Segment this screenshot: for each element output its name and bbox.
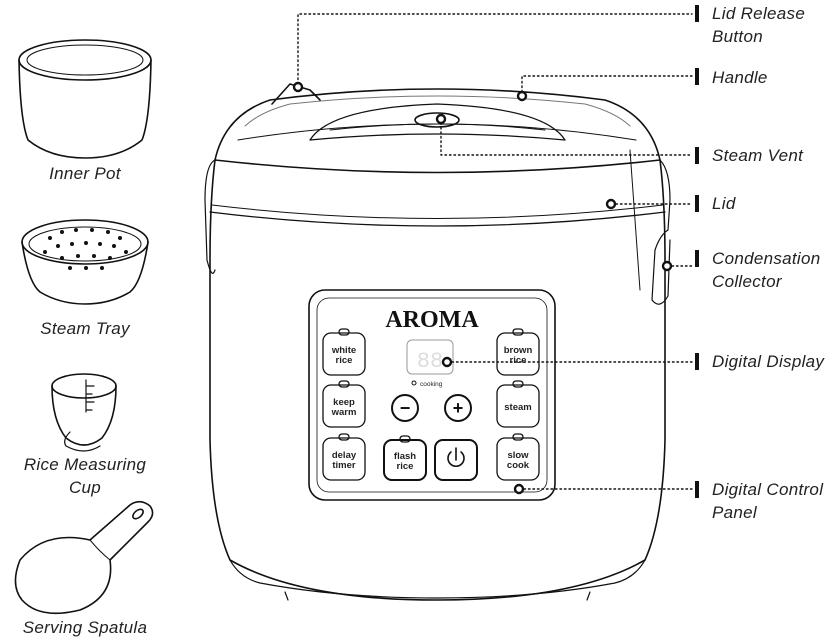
callout-line: Digital Control [712,480,824,499]
minus-button[interactable] [391,394,419,422]
callout-digital-display: Digital Display [712,352,825,371]
callout-marker [695,353,699,370]
callout-line: Lid Release [712,4,806,23]
flash-rice-label: flash [394,451,416,462]
control-panel-outline [308,289,556,501]
keep-warm-button[interactable] [322,384,366,428]
callout-line: Button [712,27,763,46]
power-icon [447,447,465,467]
brown-rice-label: brown [504,345,533,356]
brown-rice-button[interactable] [496,332,540,376]
steam-tray-drawing [21,219,149,305]
callout-marker [695,250,699,267]
white-rice-label: white [331,345,356,356]
keep-warm-label: warm [331,407,357,418]
steam-button[interactable] [496,384,540,428]
caption-steam-tray: Steam Tray [40,319,130,338]
callout-line: Collector [712,272,782,291]
delay-timer-label: delay [332,450,357,461]
callout-line: Panel [712,503,757,522]
callout-marker [695,5,699,22]
inner-pot-drawing [18,39,152,159]
callout-marker [695,68,699,85]
plus-icon: + [453,398,464,418]
plus-button[interactable] [444,394,472,422]
minus-icon: − [400,398,411,418]
slow-cook-label: cook [507,460,530,471]
callout-dots [292,81,673,495]
brand-logo: AROMA [385,307,479,333]
steam-label: steam [504,402,531,413]
rice-cooker-drawing [204,83,671,601]
digital-display-window [406,339,454,375]
display-digits: 88 [417,349,443,374]
caption-measuring-cup: Rice Measuring Cup [0,453,170,499]
keep-warm-label: keep [333,397,355,408]
brown-rice-label: rice [510,355,527,366]
callout-marker [695,195,699,212]
slow-cook-button[interactable] [496,437,540,481]
caption-serving-spatula: Serving Spatula [22,618,148,637]
measuring-cup-drawing [51,373,117,452]
delay-timer-button[interactable] [322,437,366,481]
flash-rice-label: rice [397,461,414,472]
caption-line: Cup [68,478,102,497]
white-rice-button[interactable] [322,332,366,376]
callout-marker [695,481,699,498]
caption-inner-pot: Inner Pot [49,164,121,183]
leader-lines [297,13,693,490]
spatula-drawing [14,500,154,615]
flash-rice-button[interactable] [383,439,427,481]
caption-line: Rice Measuring [23,455,147,474]
power-button[interactable] [434,439,478,481]
callout-lid: Lid [712,194,736,213]
cooking-indicator-label: cooking [420,381,443,388]
callout-digital-control-panel: Digital Control Panel [712,478,823,524]
callout-lid-release-button: Lid Release Button [712,2,805,48]
callout-steam-vent: Steam Vent [712,146,804,165]
delay-timer-label: timer [332,460,356,471]
callout-marker [695,147,699,164]
callout-handle: Handle [712,68,768,87]
callout-condensation-collector: Condensation Collector [712,247,821,293]
callout-line: Condensation [712,249,821,268]
white-rice-label: rice [336,355,353,366]
slow-cook-label: slow [507,450,529,461]
